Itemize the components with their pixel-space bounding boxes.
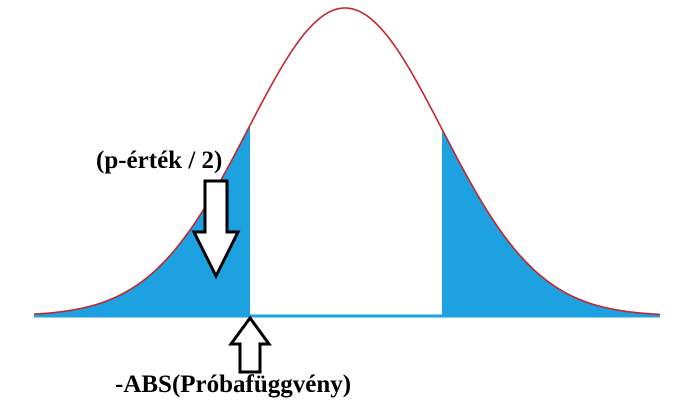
- right-tail-shaded-area: [442, 129, 660, 316]
- negative-abs-test-statistic-label: -ABS(Próbafüggvény): [115, 371, 352, 398]
- bell-curve: [33, 7, 660, 316]
- up-arrow-icon: [228, 315, 272, 374]
- down-arrow-icon: [191, 179, 241, 280]
- p-value-half-label: (p-érték / 2): [96, 147, 223, 174]
- left-tail-shaded-area: [34, 125, 250, 316]
